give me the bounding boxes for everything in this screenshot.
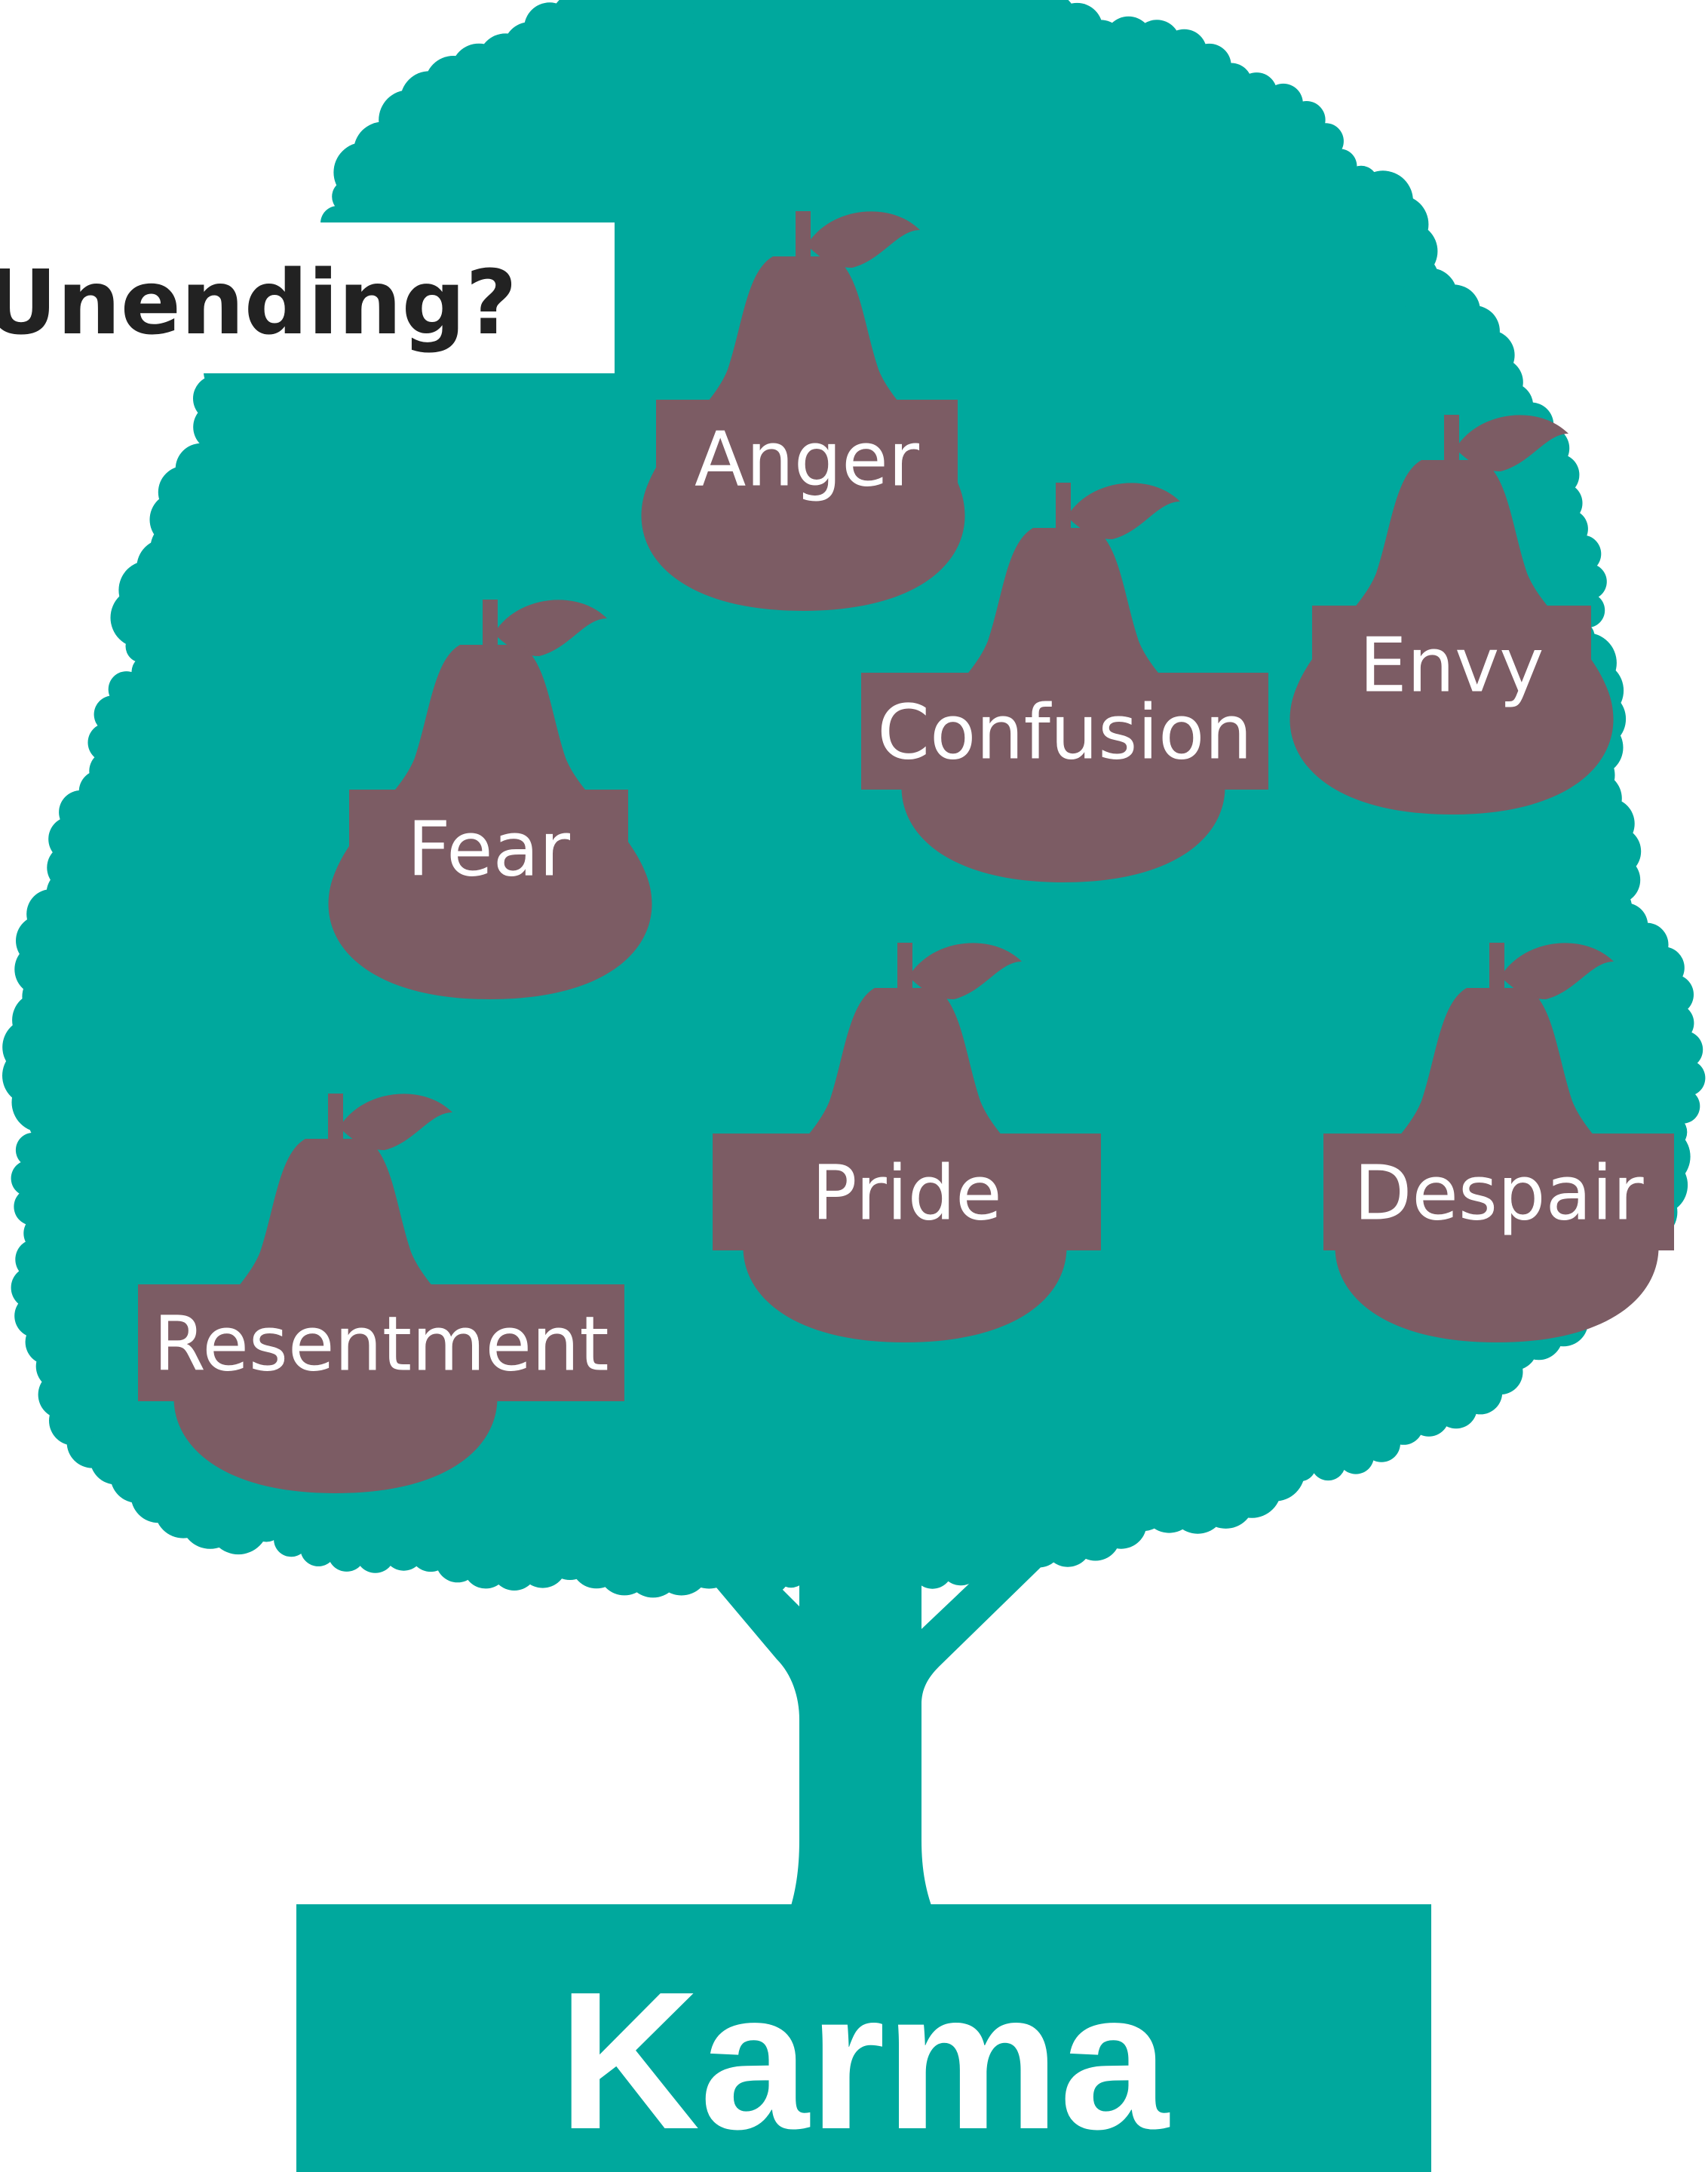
leaf-icon — [494, 600, 607, 656]
fruit-envy: Envy — [1289, 415, 1614, 814]
title-box: Unending? — [0, 222, 615, 373]
leaf-icon — [807, 211, 920, 268]
fruit-despair: Despair — [1323, 943, 1674, 1342]
leaf-icon — [1501, 943, 1614, 999]
fruit-fear: Fear — [328, 600, 652, 999]
fruit-label: Resentment — [153, 1300, 609, 1388]
karma-label: Karma — [558, 1952, 1170, 2170]
fruit-label: Despair — [1354, 1149, 1644, 1238]
fruit-resentment: Resentment — [138, 1094, 624, 1493]
fruit-label-box — [138, 1284, 624, 1401]
fruit-anger: Anger — [641, 211, 965, 611]
fruit-label: Confusion — [877, 689, 1252, 777]
fruit-label-box — [349, 790, 628, 907]
leaf-icon — [1455, 415, 1568, 471]
fruit-label: Envy — [1360, 621, 1544, 710]
fruit-label: Fear — [407, 805, 571, 894]
fruit-label: Pride — [811, 1149, 1001, 1238]
fruit-confusion: Confusion — [861, 483, 1268, 882]
leaf-icon — [1067, 483, 1180, 539]
leaf-icon — [339, 1094, 452, 1150]
fruit-label-box — [1323, 1134, 1674, 1250]
fruit-label: Anger — [695, 416, 920, 504]
leaf-icon — [909, 943, 1022, 999]
fruit-label-box — [1312, 606, 1591, 722]
fruit-label-box — [713, 1134, 1101, 1250]
karma-root-box: Karma — [296, 1904, 1431, 2172]
fruit-pride: Pride — [713, 943, 1101, 1342]
tree-trunk — [656, 1478, 1093, 1916]
fruit-label-box — [656, 400, 958, 517]
page-title: Unending? — [0, 250, 517, 354]
fruit-label-box — [861, 673, 1268, 790]
